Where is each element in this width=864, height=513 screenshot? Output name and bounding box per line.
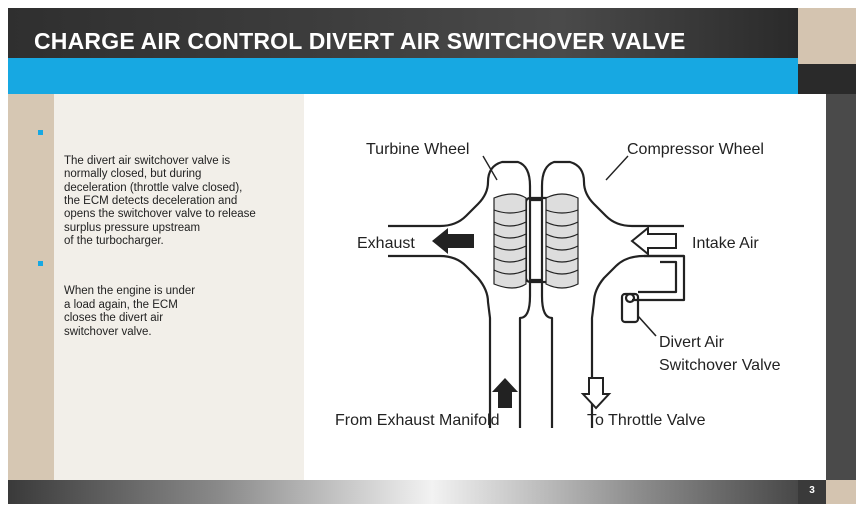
exhaust-arrow-icon xyxy=(432,228,474,254)
exhaust-label: Exhaust xyxy=(357,235,415,252)
turbine-wheel xyxy=(493,193,527,289)
footer-bar xyxy=(8,480,856,504)
left-tan-column xyxy=(8,94,54,480)
compressor-wheel-label: Compressor Wheel xyxy=(627,141,764,158)
switchover-valve-label: Switchover Valve xyxy=(659,357,781,374)
blue-band-corner xyxy=(798,64,856,94)
shaft-housing xyxy=(530,198,542,282)
bullet-list: The divert air switchover valve is norma… xyxy=(38,128,298,349)
slide-title: CHARGE AIR CONTROL DIVERT AIR SWITCHOVER… xyxy=(34,28,686,54)
bullet-text: The divert air switchover valve is norma… xyxy=(64,154,256,248)
turbine-housing xyxy=(388,160,532,428)
title-corner-block xyxy=(798,8,856,64)
footer-corner xyxy=(826,480,856,504)
title-stripe xyxy=(8,58,798,64)
switchover-valve-body xyxy=(620,292,640,324)
right-edge xyxy=(826,94,856,480)
from-exhaust-manifold-label: From Exhaust Manifold xyxy=(335,412,500,429)
bullet-text: When the engine is under a load again, t… xyxy=(64,285,196,338)
compressor-wheel xyxy=(545,193,579,289)
intake-air-label: Intake Air xyxy=(692,235,759,252)
throttle-valve-arrow-icon xyxy=(580,377,612,410)
bullet-square-icon xyxy=(38,260,43,266)
turbine-wheel-label: Turbine Wheel xyxy=(366,141,469,158)
blue-band xyxy=(8,64,856,94)
page-number-box xyxy=(798,480,826,504)
exhaust-manifold-arrow-icon xyxy=(492,378,518,408)
bullet-square-icon xyxy=(38,130,43,135)
bullet-item: The divert air switchover valve is norma… xyxy=(38,128,298,249)
text-panel xyxy=(54,94,304,480)
bullet-item: When the engine is under a load again, t… xyxy=(38,259,298,339)
to-throttle-valve-label: To Throttle Valve xyxy=(587,412,706,429)
intake-arrow-icon xyxy=(630,225,677,257)
divert-air-label: Divert Air xyxy=(659,334,725,351)
page-number: 3 xyxy=(809,485,815,496)
bypass-line xyxy=(632,254,686,302)
compressor-housing xyxy=(540,160,684,428)
title-bar xyxy=(8,8,798,64)
